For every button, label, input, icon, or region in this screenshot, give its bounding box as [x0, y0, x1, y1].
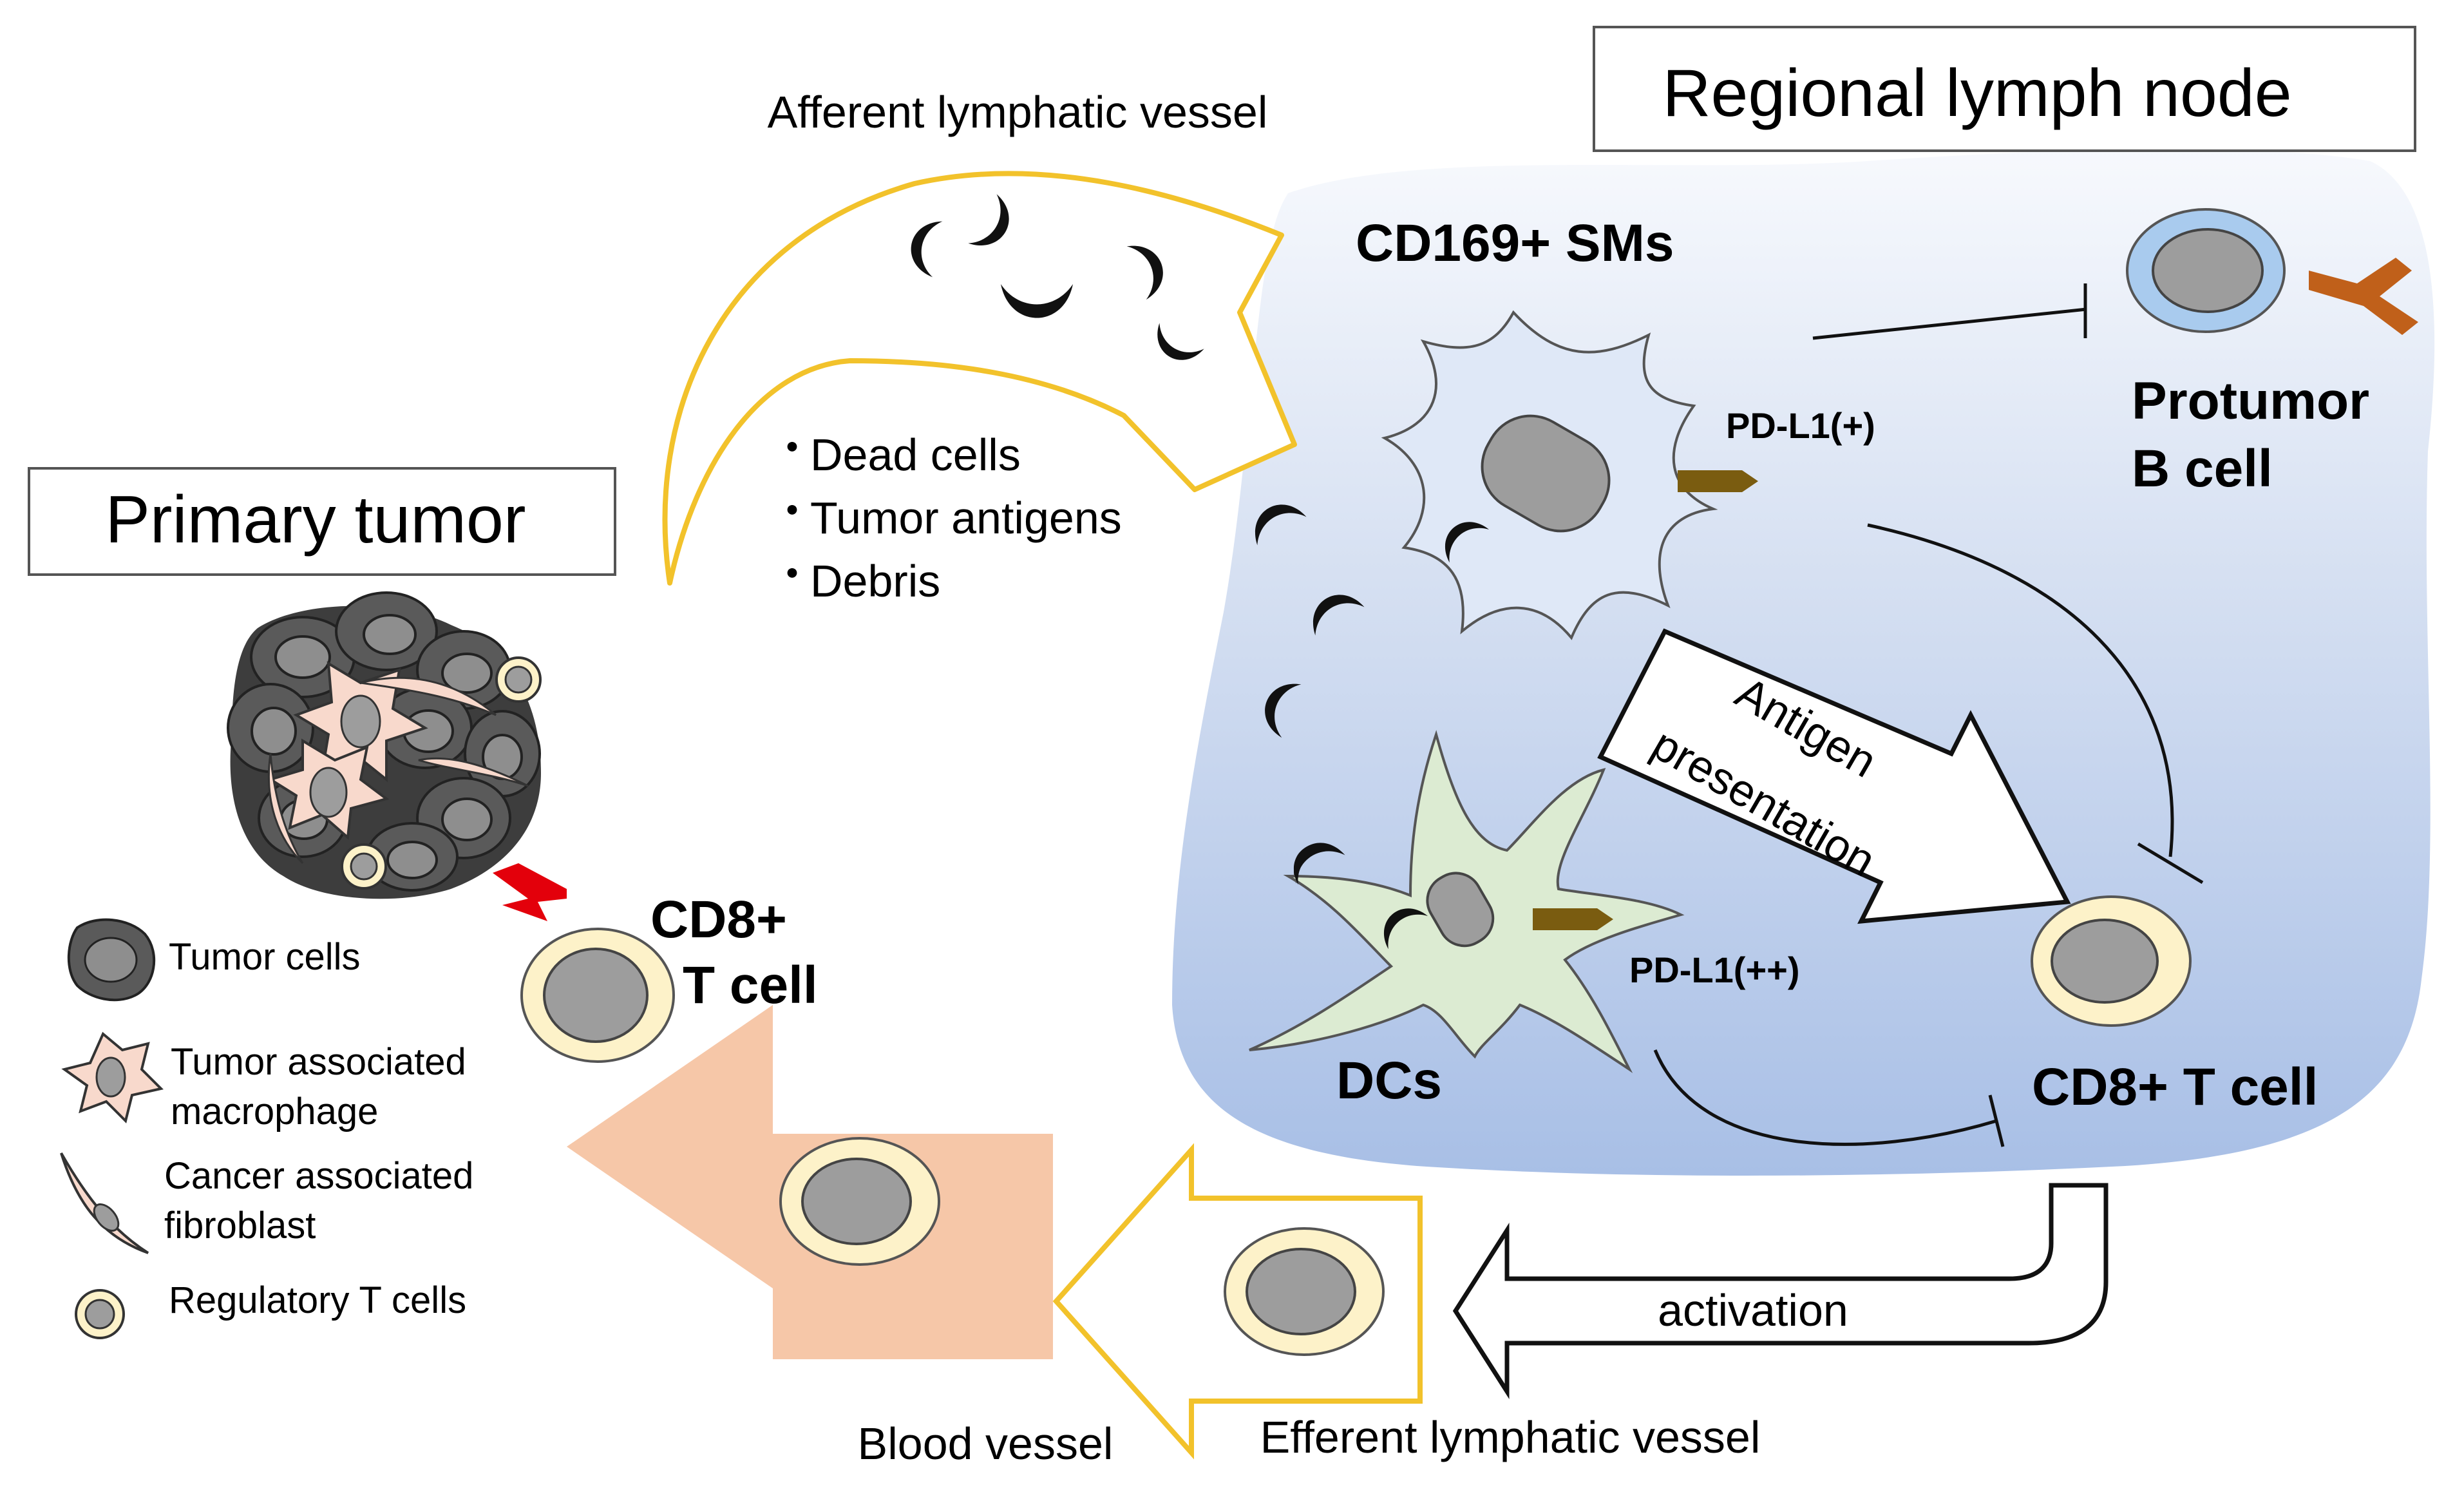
lymph-node-cd8-label: CD8+ T cell	[2032, 1058, 2318, 1116]
tumor-cell-icon	[67, 918, 156, 1002]
pdl1-receptor-icon	[1678, 470, 1758, 492]
afferent-item-tumor-antigens: Tumor antigens	[810, 493, 1122, 543]
dcs-label: DCs	[1336, 1051, 1442, 1110]
tumor-side-cd8-label-line1: CD8+	[650, 890, 787, 949]
antigen-presentation-arrow	[1597, 628, 2071, 924]
cd8-nucleus	[801, 1158, 912, 1245]
protumor-b-cell-label-line1: Protumor	[2132, 372, 2369, 430]
lightning-attack-icon	[493, 863, 567, 921]
primary-tumor-mass	[227, 591, 542, 899]
pdl1-receptor-icon	[1533, 908, 1613, 930]
legend-tam-line1: Tumor associated	[171, 1041, 466, 1083]
cd8-nucleus	[543, 948, 649, 1043]
legend: Tumor cells Tumor associated macrophage …	[60, 918, 473, 1339]
afferent-lymphatic-vessel-arrow	[662, 171, 1297, 586]
b-cell-receptor-icon	[2309, 258, 2418, 335]
afferent-item-dead-cells: Dead cells	[810, 430, 1021, 480]
efferent-vessel-label: Efferent lymphatic vessel	[1260, 1412, 1761, 1462]
afferent-vessel-label: Afferent lymphatic vessel	[768, 87, 1268, 137]
tumor-side-cd8-label-line2: T cell	[683, 956, 818, 1015]
cd169-sms-nucleus	[1481, 414, 1611, 533]
bullet: ・	[770, 486, 815, 537]
bullet: ・	[770, 549, 815, 600]
blood-vessel-label: Blood vessel	[858, 1418, 1114, 1469]
fibroblast-icon	[60, 1152, 149, 1254]
inhibition-line-sms-to-cd8	[1867, 523, 2174, 857]
inhibition-line-sms-to-bcell	[1812, 307, 2087, 340]
protumor-b-cell-label-line2: B cell	[2132, 439, 2273, 498]
cd169-sms-label: CD169+ SMs	[1356, 214, 1674, 272]
bullet: ・	[770, 423, 815, 473]
legend-treg: Regulatory T cells	[169, 1279, 466, 1321]
legend-tam-line2: macrophage	[171, 1091, 378, 1132]
legend-caf-line2: fibroblast	[164, 1205, 316, 1246]
inhibition-bar	[2137, 842, 2204, 884]
pdl1-dcs-label: PD-L1(++)	[1629, 950, 1800, 990]
legend-caf-line1: Cancer associated	[164, 1155, 473, 1197]
pdl1-sms-label: PD-L1(+)	[1726, 405, 1875, 446]
activation-label: activation	[1658, 1285, 1848, 1335]
afferent-item-debris: Debris	[810, 556, 940, 606]
primary-tumor-title: Primary tumor	[106, 482, 526, 557]
regional-lymph-node-title: Regional lymph node	[1662, 56, 2291, 131]
treg-icon	[75, 1289, 125, 1339]
b-cell-nucleus	[2152, 228, 2264, 313]
macrophage-icon	[61, 1031, 164, 1123]
legend-tumor-cells: Tumor cells	[169, 936, 361, 978]
cd8-nucleus	[2051, 919, 2159, 1004]
activation-arrow	[1452, 1183, 2109, 1399]
inhibition-bar	[1988, 1094, 2005, 1147]
regional-lymph-node-box	[1593, 26, 2416, 152]
primary-tumor-box	[28, 467, 616, 576]
cd8-nucleus	[1246, 1248, 1356, 1335]
dc-nucleus	[1426, 872, 1495, 948]
inhibition-line-dcs-to-cd8	[1653, 1049, 1997, 1146]
